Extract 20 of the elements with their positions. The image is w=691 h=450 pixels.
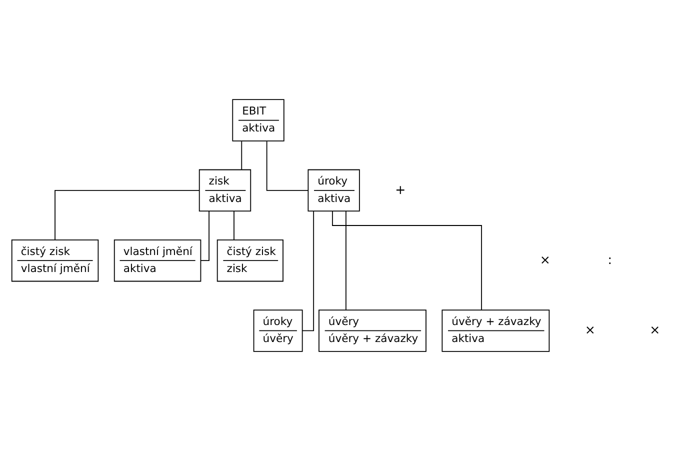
- node-box: čistý zisk zisk: [216, 238, 284, 282]
- connector: [241, 140, 242, 170]
- node-box: úvěry úvěry + závazky: [318, 309, 426, 352]
- connector: [54, 189, 200, 240]
- node-box: vlastní jmění aktiva: [114, 238, 202, 282]
- node-box: úvěry + závazky aktiva: [442, 309, 550, 352]
- connector: [200, 210, 210, 261]
- connector: [332, 210, 482, 310]
- label: ×: [540, 251, 550, 266]
- node-box: zisk aktiva: [198, 168, 252, 212]
- label: :: [608, 251, 612, 266]
- node-box: EBIT aktiva: [232, 98, 284, 141]
- connector: [302, 210, 314, 331]
- node-box: úroky úvěry: [253, 309, 303, 352]
- label: +: [395, 181, 406, 196]
- node-box: úroky aktiva: [308, 168, 360, 212]
- connector: [266, 140, 309, 190]
- label: ×: [584, 322, 596, 337]
- label: ×: [650, 322, 660, 337]
- node-box: čistý zisk vlastní jmění: [11, 238, 99, 282]
